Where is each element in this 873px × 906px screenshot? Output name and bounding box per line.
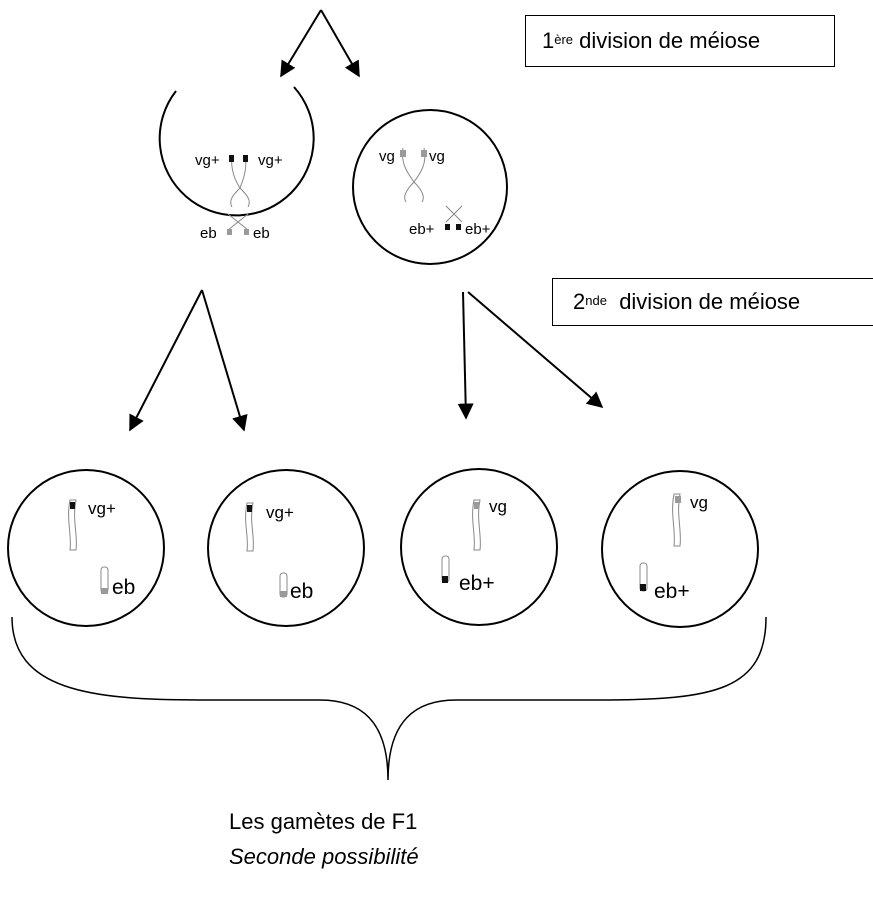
marker-eb-plus-left <box>445 224 450 230</box>
marker-vg-right <box>421 150 427 157</box>
marker-eb-right <box>244 229 249 235</box>
marker-vg-left <box>400 150 406 157</box>
cell-1-membrane <box>158 86 315 217</box>
chromosome-eb <box>227 213 249 231</box>
arrow-to-cell-right <box>320 9 360 78</box>
marker-vg-plus-left <box>229 155 234 162</box>
arrow-to-gamete-4 <box>467 291 604 409</box>
gamete-2-membrane <box>207 469 365 627</box>
arrows-second-division <box>129 289 604 432</box>
cell-2-membrane <box>352 109 508 265</box>
marker-eb-plus-right <box>456 224 461 230</box>
gamete-1-membrane <box>7 469 165 627</box>
gamete-3-membrane <box>400 468 558 626</box>
gamete-2-chromosome-long <box>245 502 254 552</box>
gamete-3-chromosome-long <box>472 499 481 551</box>
cell-1-allele-top-left: vg+ <box>195 152 220 169</box>
gamete-4-allele-top: vg <box>690 493 708 512</box>
gamete-3: vg eb+ <box>400 468 558 626</box>
gamete-2-allele-top: vg+ <box>266 503 294 522</box>
cell-2: vg vg eb+ eb+ <box>352 109 508 265</box>
gamete-1-marker-bottom <box>101 588 108 594</box>
second-division-text: division de méiose <box>619 289 801 314</box>
first-division-number: 1 <box>542 28 555 53</box>
arrow-to-gamete-1 <box>129 289 203 432</box>
caption-gametes: Les gamètes de F1 <box>229 809 418 834</box>
arrow-to-gamete-2 <box>201 289 248 432</box>
arrows-from-parent <box>280 9 360 78</box>
chromosome-eb-plus <box>445 205 463 223</box>
gamete-1: vg+ eb <box>7 469 165 627</box>
cell-1: vg+ vg+ eb eb <box>158 86 315 242</box>
gamete-2: vg+ eb <box>207 469 365 627</box>
gamete-4-marker-top <box>675 496 681 503</box>
cell-2-allele-top-left: vg <box>379 148 395 165</box>
cell-2-allele-bottom-right: eb+ <box>465 221 491 238</box>
gamete-4-allele-bottom: eb+ <box>654 580 690 603</box>
arrow-to-cell-left <box>280 9 322 78</box>
gamete-2-marker-top <box>247 505 252 512</box>
chromosome-vg <box>401 147 426 203</box>
gamete-1-allele-top: vg+ <box>88 499 116 518</box>
marker-eb-left <box>227 229 232 235</box>
second-division-superscript: nde <box>585 292 607 308</box>
chromosome-vg-plus <box>230 154 250 208</box>
gamete-3-marker-bottom <box>442 576 448 583</box>
gamete-2-marker-bottom <box>280 591 287 597</box>
cell-1-allele-bottom-right: eb <box>253 225 270 242</box>
gamete-4-membrane <box>601 470 759 628</box>
arrow-to-gamete-3 <box>457 291 474 420</box>
gamete-1-allele-bottom: eb <box>112 576 135 599</box>
gamete-1-marker-top <box>70 502 75 509</box>
cell-2-allele-bottom-left: eb+ <box>409 221 435 238</box>
gamete-3-allele-bottom: eb+ <box>459 572 495 595</box>
cell-1-allele-bottom-left: eb <box>200 225 217 242</box>
gamete-3-allele-top: vg <box>489 497 507 516</box>
cell-2-allele-top-right: vg <box>429 148 445 165</box>
first-division-superscript: ère <box>554 31 574 47</box>
gamete-4-marker-bottom <box>640 584 646 591</box>
marker-vg-plus-right <box>243 155 248 162</box>
gamete-4: vg eb+ <box>601 470 759 628</box>
gamete-3-marker-top <box>474 502 479 509</box>
caption-possibility: Seconde possibilité <box>229 844 419 869</box>
curly-brace <box>11 616 767 781</box>
second-division-number: 2 <box>573 289 586 314</box>
cell-1-allele-top-right: vg+ <box>258 152 283 169</box>
first-division-text: division de méiose <box>579 28 761 53</box>
gamete-1-chromosome-long <box>68 499 77 551</box>
gamete-2-allele-bottom: eb <box>290 580 313 603</box>
gamete-4-chromosome-long <box>672 493 681 547</box>
